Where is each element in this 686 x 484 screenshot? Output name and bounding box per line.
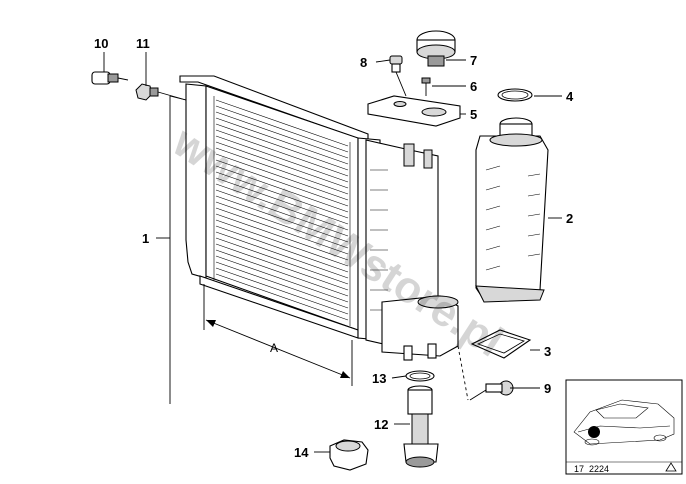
warning-triangle-icon <box>665 462 677 472</box>
radiator-fin-line <box>215 189 349 237</box>
radiator-fin-line <box>215 231 349 279</box>
callout-2: 2 <box>566 211 573 226</box>
dimension-a-label: A <box>270 341 278 355</box>
callout-7: 7 <box>470 53 477 68</box>
radiator-fin-line <box>215 237 349 285</box>
callout-14: 14 <box>294 445 309 460</box>
callout-4: 4 <box>566 89 574 104</box>
radiator-fin-line <box>215 207 349 255</box>
radiator-fin-line <box>215 105 349 153</box>
screw-part-6[interactable] <box>421 77 431 96</box>
callout-1: 1 <box>142 231 149 246</box>
nut-part-14[interactable] <box>329 439 369 471</box>
sensor-part-10[interactable] <box>91 71 129 85</box>
radiator-fin-line <box>215 195 349 243</box>
radiator-fin-line <box>215 117 349 165</box>
radiator-fin-line <box>215 123 349 171</box>
radiator-fin-line <box>215 249 349 297</box>
radiator-fin-line <box>215 201 349 249</box>
radiator-fin-line <box>215 177 349 225</box>
radiator-fin-line <box>215 99 349 147</box>
expansion-tank-part-2[interactable] <box>475 117 549 303</box>
callout-labels: 1 2 3 4 5 6 7 8 9 10 11 12 13 14 <box>94 36 574 460</box>
callout-6: 6 <box>470 79 477 94</box>
car-silhouette-icon <box>573 399 675 446</box>
o-ring-part-4[interactable] <box>497 88 533 102</box>
callout-5: 5 <box>470 107 477 122</box>
callout-10: 10 <box>94 36 108 51</box>
callout-3: 3 <box>544 344 551 359</box>
radiator-fin-line <box>215 213 349 261</box>
radiator-fin-line <box>215 129 349 177</box>
radiator-fin-line <box>215 165 349 213</box>
callout-12: 12 <box>374 417 388 432</box>
callout-13: 13 <box>372 371 386 386</box>
callout-9: 9 <box>544 381 551 396</box>
radiator-fin-line <box>215 183 349 231</box>
radiator-fin-line <box>215 147 349 195</box>
radiator-fin-line <box>215 225 349 273</box>
radiator-fin-line <box>215 261 349 309</box>
radiator-fin-line <box>215 273 349 321</box>
radiator-fin-line <box>215 135 349 183</box>
callout-8: 8 <box>360 55 367 70</box>
radiator-fin-line <box>215 267 349 315</box>
callout-11: 11 <box>136 36 150 51</box>
nut-part-11[interactable] <box>135 83 187 101</box>
radiator-fin-line <box>215 141 349 189</box>
radiator-fin-line <box>215 153 349 201</box>
drain-plug-part-12[interactable] <box>403 385 439 468</box>
radiator-fin-line <box>215 255 349 303</box>
o-ring-part-3[interactable] <box>470 329 532 359</box>
radiator-fin-line <box>215 243 349 291</box>
diagram-code: 17_2224 <box>574 464 609 474</box>
o-ring-part-13[interactable] <box>405 370 435 382</box>
radiator-fin-line <box>215 159 349 207</box>
locator-inset: 17_2224 <box>565 379 683 475</box>
radiator-fin-line <box>215 219 349 267</box>
radiator-fin-line <box>215 111 349 159</box>
leader-lines <box>103 52 562 453</box>
dimension-a: A <box>203 284 353 386</box>
cap-part-7[interactable] <box>416 30 456 67</box>
radiator-part-1[interactable] <box>169 75 459 361</box>
bracket-part-5[interactable] <box>367 95 461 127</box>
radiator-fin-line <box>215 171 349 219</box>
plug-part-8[interactable] <box>389 55 407 97</box>
screw-part-9[interactable] <box>469 380 514 401</box>
